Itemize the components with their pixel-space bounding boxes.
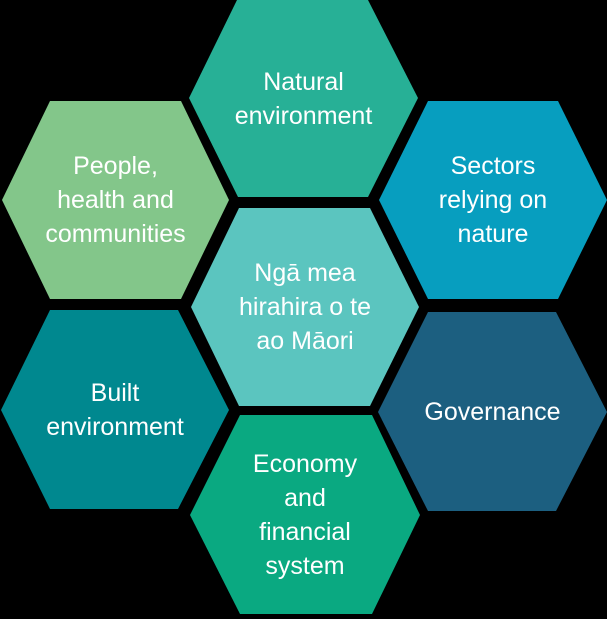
hexagon-nga-mea-hirahira bbox=[191, 208, 419, 406]
hexagon-people-health-communities bbox=[2, 101, 229, 299]
hexagon-natural-environment bbox=[189, 0, 418, 197]
hexagon-governance bbox=[378, 312, 607, 511]
hexagon-sectors-relying-on-nature bbox=[379, 101, 607, 299]
hexagon-economy-financial-system bbox=[190, 415, 420, 614]
hexagon-built-environment bbox=[1, 310, 229, 509]
